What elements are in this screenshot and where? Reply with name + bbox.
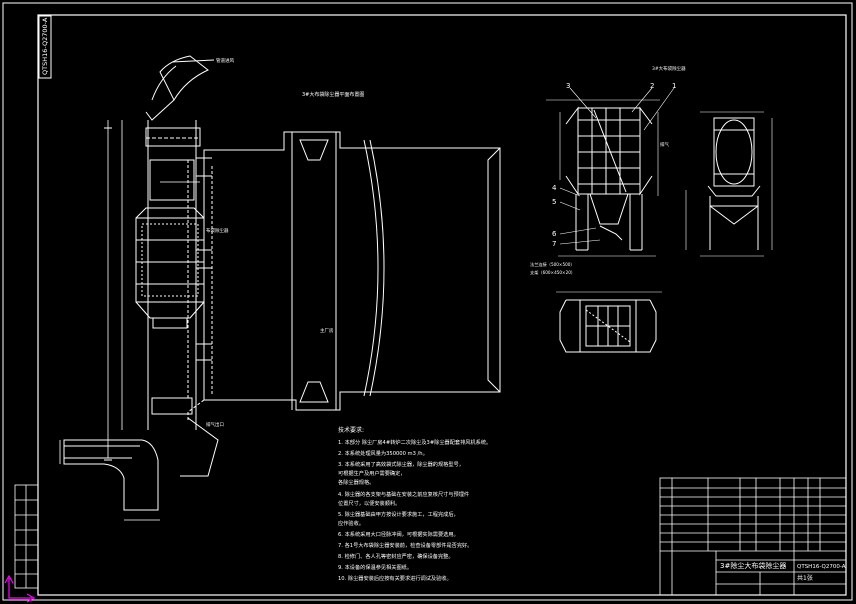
rotated-drawing-number-text: QTSH16-Q2700-A	[41, 17, 49, 75]
tech-req-3c: 各除尘器规格。	[338, 478, 374, 486]
filter-side-elevation	[700, 111, 773, 257]
filter-notes: 法兰连接（500×500） 支架（600×450×20） 3#大布袋除尘器 排气	[530, 65, 686, 276]
rotated-drawing-number: QTSH16-Q2700-A	[38, 15, 52, 79]
tech-req-6: 6. 本系统采用大口径脉冲阀，可根据实际需要选用。	[338, 530, 459, 538]
title-block	[659, 477, 847, 596]
tech-req-3: 3. 本系统采用了高效袋式除尘器，除尘器的规格型号，	[338, 460, 464, 468]
part-number-1: 1	[672, 82, 676, 90]
tech-req-9: 9. 本设备的保温参见相关图纸。	[338, 563, 412, 571]
tech-req-10: 10. 除尘器安装后应按有关要求进行调试及验收。	[338, 574, 452, 582]
elevation-title: 3#大布袋除尘器	[652, 65, 686, 72]
technical-requirements: 技术要求: 1. 本部分 除尘厂房4#转炉二次除尘及3#除尘器配套排风机系统。 …	[338, 426, 491, 582]
label-inlet-pipe: 管道进风	[216, 57, 234, 64]
part-number-6: 6	[552, 230, 557, 238]
ucs-icon	[4, 574, 36, 603]
tech-req-2: 2. 本系统处理风量为350000 m3 /h。	[338, 449, 428, 457]
part-number-5: 5	[552, 198, 556, 206]
label-outlet: 排气出口	[206, 421, 224, 428]
left-margin-table	[14, 484, 39, 589]
support-note: 支架（600×450×20）	[530, 269, 575, 276]
tech-req-5: 5. 除尘器基础由甲方按设计要求施工，工程完成后，	[338, 510, 459, 518]
tech-req-4: 4. 除尘器的各支架与基础在安装之前应复核尺寸与预埋件	[338, 490, 469, 498]
elevation-labels: 管道进风 布袋除尘器 排气出口	[206, 57, 234, 428]
part-number-3: 3	[566, 82, 570, 90]
label-workshop: 主厂房	[320, 327, 334, 334]
plan-labels: 3#大布袋除尘器平面布置图 主厂房	[302, 91, 364, 334]
filter-plan-view	[556, 291, 662, 353]
part-numbers: 3 2 1 4 5 6 7	[552, 82, 676, 248]
top-view-title: 3#大布袋除尘器平面布置图	[302, 91, 364, 98]
flange-note: 法兰连接（500×500）	[530, 261, 575, 268]
plan-building-view	[160, 131, 501, 420]
tech-req-3b: 可根据生产及用户需要确定，	[338, 469, 405, 477]
tech-req-4b: 位置尺寸，以便安装顺利。	[338, 499, 400, 507]
tech-req-1: 1. 本部分 除尘厂房4#转炉二次除尘及3#除尘器配套排风机系统。	[338, 438, 491, 446]
part-number-4: 4	[552, 184, 557, 192]
label-gas: 排气	[660, 141, 669, 148]
title-block-sheet: 共1张	[797, 574, 813, 582]
tech-req-8: 8. 检修门、各人孔等密封应严密，确保设备完整。	[338, 552, 454, 560]
tech-requirements-title: 技术要求:	[338, 426, 364, 434]
part-number-7: 7	[552, 240, 556, 248]
part-number-leaders	[559, 87, 675, 245]
elevation-stack-view	[59, 55, 219, 521]
tech-req-7: 7. 各1号大布袋除尘器安装前，检查设备零部件是否完好。	[338, 541, 472, 549]
filter-front-elevation	[546, 99, 687, 257]
title-block-code: QTSH16-Q2700-A	[797, 564, 846, 570]
label-filter-unit: 布袋除尘器	[206, 227, 229, 234]
inner-frame	[37, 14, 847, 596]
tech-req-5b: 应作验收。	[338, 519, 364, 527]
title-block-text: 3#除尘大布袋除尘器 QTSH16-Q2700-A 共1张	[720, 561, 846, 582]
title-block-drawing-name: 3#除尘大布袋除尘器	[720, 561, 786, 570]
part-number-2: 2	[650, 82, 654, 90]
